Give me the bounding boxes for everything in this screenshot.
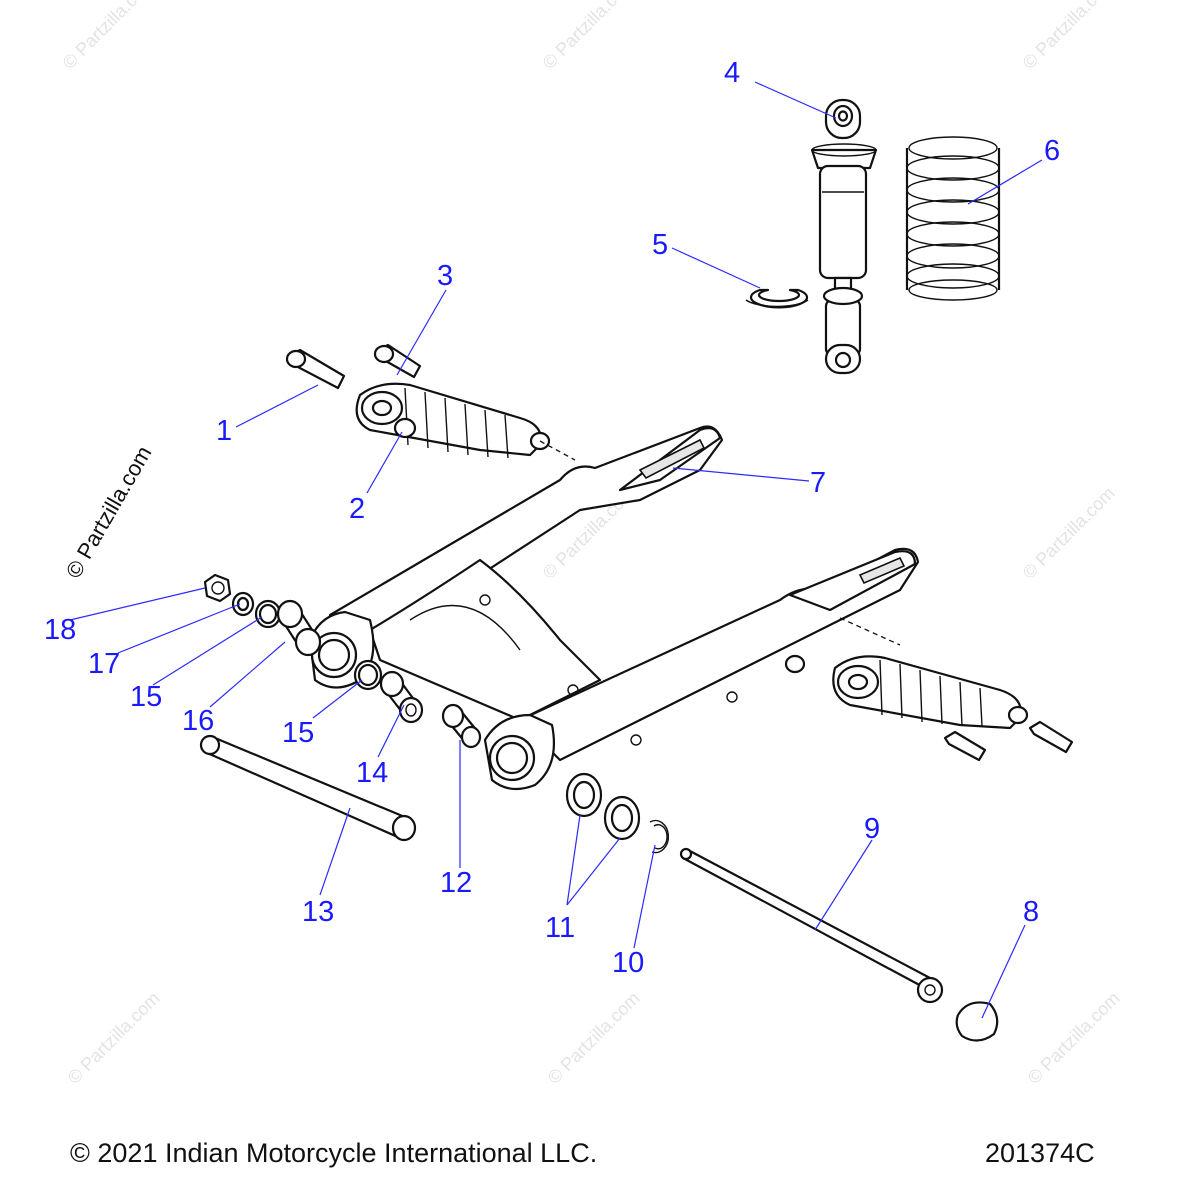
part-10-snap-ring: [649, 819, 670, 854]
watermark-tile: © Partzilla.com: [1019, 0, 1119, 73]
leader-lines: [69, 81, 1043, 1019]
callout-labels: 1 2 3 4 5 6 7 8 9 10 11 12 13 14 15 15 1…: [44, 57, 1060, 979]
part-1-bolt: [285, 348, 346, 390]
callout-3: 3: [437, 260, 453, 292]
watermark-tile: © Partzilla.com: [64, 988, 164, 1088]
callout-10: 10: [612, 947, 644, 979]
part-4-shock-absorber: [810, 98, 878, 375]
part-14-bushing: [379, 670, 424, 724]
callout-15-upper: 15: [130, 681, 162, 713]
callout-8: 8: [1023, 896, 1039, 928]
callout-6: 6: [1044, 135, 1060, 167]
callout-9: 9: [864, 813, 880, 845]
assembly-line-lower: [839, 617, 901, 646]
part-17-washer: [231, 591, 255, 617]
part-15-ring-upper: [254, 599, 282, 629]
watermark-tile: © Partzilla.com: [539, 0, 639, 73]
callout-13: 13: [302, 896, 334, 928]
shock-assembly-upper: [355, 382, 551, 459]
callout-2: 2: [349, 493, 365, 525]
part-15-ring-lower: [353, 659, 383, 691]
part-6-coil-spring: [905, 136, 1001, 301]
part-8-cap: [955, 1001, 999, 1042]
part-3-bolt: [373, 343, 422, 379]
watermark-tile: © Partzilla.com: [544, 988, 644, 1088]
watermark-tile: © Partzilla.com: [1024, 988, 1124, 1088]
part-9-axle-bolt: [679, 847, 944, 1004]
part-11-bearing-a: [565, 772, 603, 818]
part-5-keeper: [745, 288, 809, 309]
callout-5: 5: [652, 229, 668, 261]
callout-17: 17: [88, 648, 120, 680]
drawing-number: 201374C: [985, 1138, 1095, 1168]
part-12-sleeve: [441, 703, 482, 749]
part-16-bushing: [276, 599, 322, 657]
callout-7: 7: [810, 467, 826, 499]
callout-12: 12: [440, 867, 472, 899]
part-13-pivot-shaft: [199, 734, 417, 842]
watermark-tile: © Partzilla.com: [1019, 483, 1119, 583]
part-18-nut: [203, 573, 232, 603]
callout-14: 14: [356, 757, 388, 789]
callout-16: 16: [182, 705, 214, 737]
callout-11: 11: [545, 912, 575, 944]
watermark-layer: © Partzilla.com © Partzilla.com © Partzi…: [59, 0, 1124, 1088]
callout-4: 4: [724, 57, 740, 89]
watermark-tile: © Partzilla.com: [59, 0, 159, 73]
part-7-swingarm: [308, 425, 920, 791]
part-11-bearing-b: [603, 795, 641, 841]
callout-1: 1: [216, 415, 232, 447]
copyright-notice: © 2021 Indian Motorcycle International L…: [70, 1138, 598, 1168]
side-watermark: © Partzilla.com: [61, 442, 157, 583]
assembly-line-upper: [539, 440, 576, 461]
callout-18: 18: [44, 614, 76, 646]
shock-assembly-lower: [784, 654, 1074, 762]
callout-15-lower: 15: [282, 717, 314, 749]
